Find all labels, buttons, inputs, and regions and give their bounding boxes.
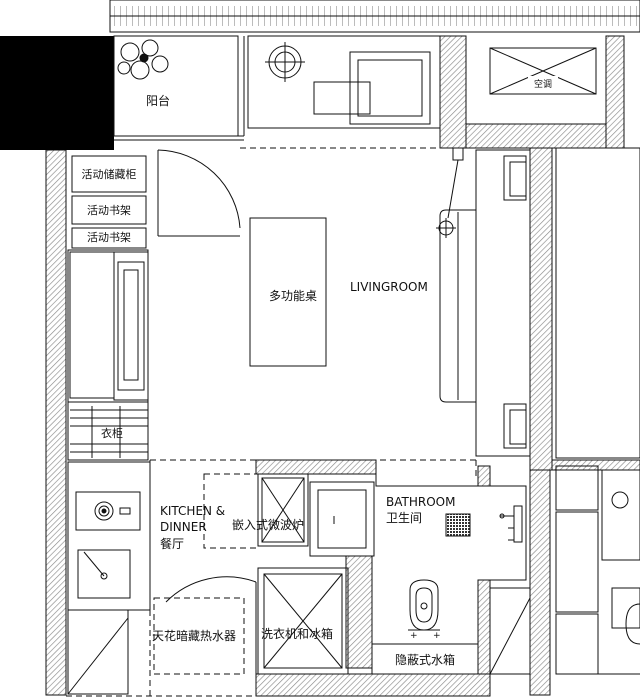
balcony-door [157, 149, 241, 237]
bookshelf-label-2: 活动书架 [87, 231, 131, 244]
wardrobe-label: 衣柜 [101, 426, 123, 440]
multi-function-table [249, 217, 327, 367]
dashed-lines [66, 147, 477, 697]
kitchen-label-en-2: DINNER [160, 520, 207, 534]
washer-fridge-box [257, 567, 349, 675]
plant-icon [117, 39, 169, 80]
bath-side-door [489, 587, 531, 675]
svg-text:+: + [433, 631, 441, 641]
water-heater-label: 天花暗藏热水器 [152, 628, 236, 643]
microwave-label: 嵌入式微波炉 [232, 518, 304, 532]
bathroom-label-cn: 卫生间 [386, 511, 422, 525]
balcony-area [113, 35, 441, 141]
top-window-strip [109, 0, 640, 33]
walls [45, 35, 640, 697]
ac-unit [489, 47, 597, 95]
redaction-block [0, 36, 114, 150]
ac-label: 空调 [534, 78, 552, 90]
balcony-table-icon [265, 42, 305, 82]
kitchen-counter [67, 461, 151, 695]
balcony-label: 阳台 [146, 93, 170, 108]
upper-appliance-box [257, 473, 309, 547]
left-cabinets [67, 155, 149, 461]
dining-label: 餐厅 [160, 536, 184, 551]
floor-lamp-icon [436, 147, 464, 238]
kitchen-label-en-1: KITCHEN & [160, 504, 225, 518]
washer-fridge-label: 洗衣机和冰箱 [261, 626, 333, 641]
sofa [439, 149, 531, 457]
storage-cabinet-label: 活动储藏柜 [82, 167, 137, 181]
right-neighbor-unit [555, 147, 640, 675]
multi-table-label: 多功能桌 [269, 289, 317, 303]
hidden-tank-label: 隐蔽式水箱 [395, 652, 455, 667]
toilet-icon: + + [408, 579, 441, 641]
kitchen-door [165, 576, 257, 674]
floor-drain-icon [445, 513, 471, 537]
shower-fixture-icon [499, 505, 523, 543]
bookshelf-label-1: 活动书架 [87, 204, 131, 217]
balcony-armchair-icon [313, 51, 431, 125]
bathroom-label-en: BATHROOM [386, 495, 455, 509]
water-heater-box [153, 597, 245, 675]
living-room-label: LIVINGROOM [350, 280, 428, 294]
stove-icon [94, 501, 131, 521]
svg-text:+: + [410, 631, 418, 641]
